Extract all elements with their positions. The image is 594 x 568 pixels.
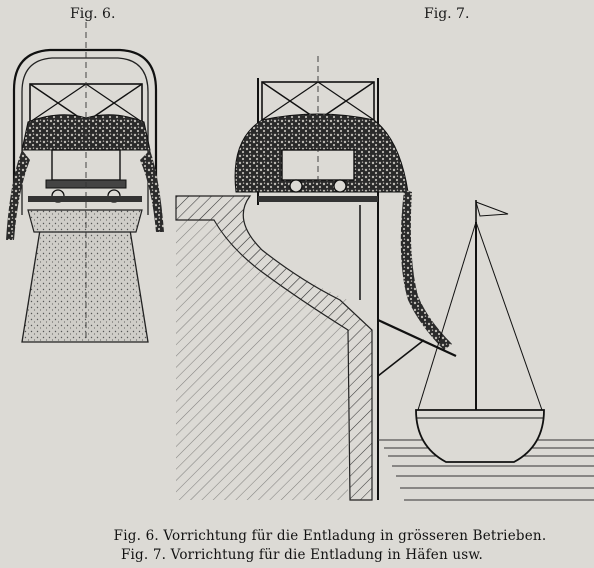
fig7-label: Fig. 7. bbox=[424, 6, 470, 22]
fig6-housing bbox=[12, 48, 158, 220]
fig6-pedestal bbox=[21, 229, 149, 343]
fig6-coal-right bbox=[140, 150, 164, 232]
fig7-flag bbox=[475, 201, 509, 217]
caption-fig6: Fig. 6. Vorrichtung für die Entladung in… bbox=[113, 528, 547, 544]
fig7-chute bbox=[377, 319, 457, 357]
fig6-label: Fig. 6. bbox=[70, 6, 116, 22]
caption-fig7: Fig. 7. Vorrichtung für die Entladung in… bbox=[120, 547, 484, 563]
fig7-coal-stream bbox=[400, 190, 452, 350]
fig7-drawing bbox=[175, 56, 594, 501]
fig7-boat-hull bbox=[415, 409, 545, 463]
fig7-cart bbox=[281, 149, 355, 181]
fig6-housing-inner bbox=[21, 57, 149, 215]
fig6-drawing bbox=[6, 22, 164, 343]
fig6-coal-left bbox=[6, 150, 30, 240]
fig6-pedestal-top bbox=[27, 209, 143, 233]
